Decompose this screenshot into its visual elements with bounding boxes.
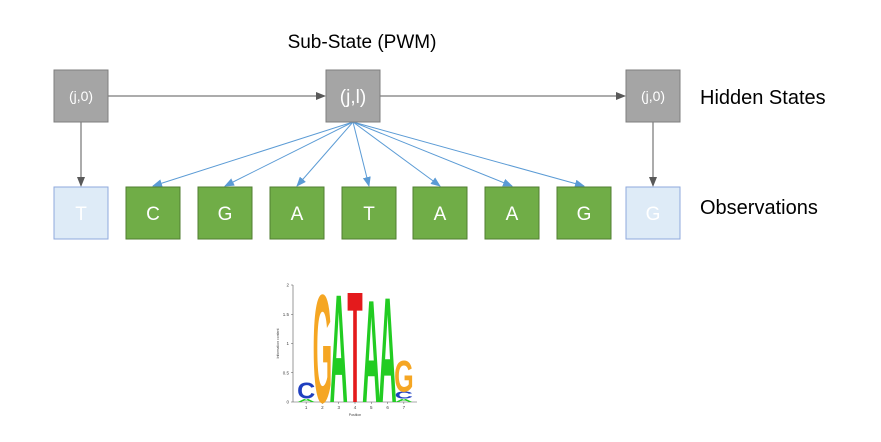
logo-letter-g: G xyxy=(313,264,333,436)
logo-x-tick-label: 7 xyxy=(403,405,406,410)
logo-y-tick-label: 1 xyxy=(286,341,289,346)
hidden-states-label: Hidden States xyxy=(700,87,826,109)
emission-arrow-7 xyxy=(352,121,585,188)
emission-arrow-6 xyxy=(352,121,513,187)
observation-8: G xyxy=(625,186,681,240)
logo-x-tick-label: 6 xyxy=(386,405,389,410)
logo-letter-a: A xyxy=(362,271,380,434)
observation-box xyxy=(412,186,468,240)
logo-x-tick-label: 5 xyxy=(370,405,373,410)
logo-y-tick-label: 2 xyxy=(286,283,289,288)
observation-box xyxy=(556,186,612,240)
logo-letter-a: A xyxy=(378,265,396,434)
diagram-title: Sub-State (PWM) xyxy=(288,32,437,53)
hidden-states-row: (j,0) (j,l) (j,0) xyxy=(53,69,681,123)
observation-letter: A xyxy=(291,204,304,225)
observation-box xyxy=(53,186,109,240)
observation-7: G xyxy=(556,186,612,240)
hidden-state-box xyxy=(325,69,381,123)
emission-arrow-4 xyxy=(352,121,371,187)
hidden-state-box xyxy=(625,69,681,123)
observation-box xyxy=(484,186,540,240)
logo-x-tick-label: 4 xyxy=(354,405,357,410)
observation-letter: G xyxy=(218,204,233,225)
logo-letter-t: T xyxy=(347,260,362,437)
observations-label: Observations xyxy=(700,197,818,219)
logo-x-tick-label: 1 xyxy=(305,405,308,410)
hidden-state-box xyxy=(53,69,109,123)
observation-box xyxy=(341,186,397,240)
logo-y-tick-label: 0 xyxy=(286,400,289,405)
logo-letter-a: A xyxy=(330,264,348,436)
observation-box xyxy=(125,186,181,240)
observation-4: T xyxy=(341,186,397,240)
hidden-state-label: (j,0) xyxy=(69,88,93,104)
hidden-state-label: (j,l) xyxy=(340,87,366,108)
emission-arrow-2 xyxy=(224,121,354,187)
observation-3: A xyxy=(269,186,325,240)
observation-6: A xyxy=(484,186,540,240)
emission-arrow-5 xyxy=(352,121,441,187)
emission-arrow-3 xyxy=(296,121,354,187)
hidden-state-label: (j,0) xyxy=(641,88,665,104)
observation-letter: G xyxy=(577,204,592,225)
emission-arrow-1 xyxy=(152,121,354,188)
observation-letter: G xyxy=(646,204,661,225)
sequence-logo-ylabel: Information content xyxy=(276,328,280,358)
observation-box xyxy=(625,186,681,240)
observation-box xyxy=(197,186,253,240)
observation-letter: A xyxy=(434,204,447,225)
observation-2: G xyxy=(197,186,253,240)
logo-letter-g: G xyxy=(394,351,414,402)
observation-box xyxy=(269,186,325,240)
observation-5: A xyxy=(412,186,468,240)
observation-letter: C xyxy=(146,204,160,225)
sequence-logo-axes: 0 0.5 1 1.5 2 1 2 3 4 5 6 7 xyxy=(283,283,417,410)
hidden-state-0: (j,0) xyxy=(53,69,109,123)
logo-y-tick-label: 0.5 xyxy=(283,370,290,375)
sequence-logo-xlabel: Position xyxy=(349,413,362,417)
logo-letter-a: A xyxy=(395,398,413,403)
logo-letter-c: C xyxy=(395,390,413,401)
logo-x-tick-label: 3 xyxy=(337,405,340,410)
hidden-state-1: (j,l) xyxy=(325,69,381,123)
logo-letter-a: A xyxy=(297,398,315,403)
observation-1: C xyxy=(125,186,181,240)
observation-letter: T xyxy=(363,204,375,225)
observation-letter: A xyxy=(506,204,519,225)
hidden-state-2: (j,0) xyxy=(625,69,681,123)
logo-x-tick-label: 2 xyxy=(321,405,324,410)
observation-letter: T xyxy=(75,204,87,225)
emission-arrows xyxy=(152,121,585,188)
logo-y-tick-label: 1.5 xyxy=(283,312,290,317)
logo-letter-c: C xyxy=(297,379,315,405)
transition-arrows xyxy=(77,92,657,187)
observation-0: T xyxy=(53,186,109,240)
